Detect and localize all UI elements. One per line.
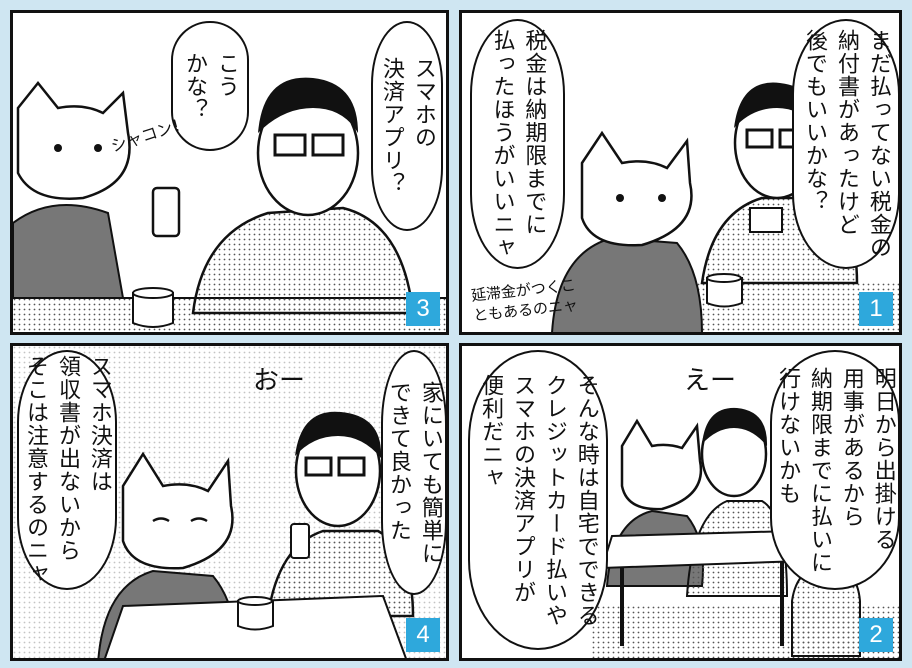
panel-4-number: 4	[406, 618, 440, 652]
panel-3-art	[13, 77, 446, 332]
panel-1-bubble-2: 税金は納期限までに 払ったほうがいいニャ	[470, 19, 565, 269]
panel-3-bubble-1-text: スマホの 決済アプリ？	[379, 57, 436, 195]
panel-2-bubble-1-text: 明日から出掛ける 用事があるから 納期限までに払いに 行けないかも	[775, 366, 896, 574]
panel-2-bubble-2-text: そんな時は自宅でできる クレジットカード払いや スマホの決済アプリが 便利だニャ	[478, 373, 599, 627]
panel-4-bubble-2: スマホ決済は 領収書が出ないから そこは注意するのニャ	[17, 350, 117, 590]
panel-3-bubble-2: こう かな？	[171, 21, 249, 151]
panel-1-bubble-1-text: まだ払ってない税金の 納付書があったけど 後でもいいかな？	[802, 29, 891, 259]
panel-1-number: 1	[859, 292, 893, 326]
panel-4-bubble-1-text: 家にいても簡単に できて良かった	[386, 380, 443, 565]
panel-2-sfx: えー	[684, 366, 737, 396]
panel-4-bubble-1: 家にいても簡単に できて良かった	[381, 350, 446, 595]
panel-2-bubble-2: そんな時は自宅でできる クレジットカード払いや スマホの決済アプリが 便利だニャ	[468, 350, 608, 650]
panel-1-bubble-1: まだ払ってない税金の 納付書があったけど 後でもいいかな？	[792, 19, 899, 269]
panel-3-bubble-1: スマホの 決済アプリ？	[371, 21, 443, 231]
panel-3: スマホの 決済アプリ？ こう かな？ シャコン！ 3	[10, 10, 449, 335]
panel-3-number: 3	[406, 292, 440, 326]
panel-4-bubble-2-text: スマホ決済は 領収書が出ないから そこは注意するのニャ	[23, 355, 112, 585]
panel-1-bubble-2-text: 税金は納期限までに 払ったほうがいいニャ	[489, 29, 547, 259]
panel-2-bubble-1: 明日から出掛ける 用事があるから 納期限までに払いに 行けないかも	[770, 350, 899, 590]
panel-2-number: 2	[859, 618, 893, 652]
panel-4: 家にいても簡単に できて良かった スマホ決済は 領収書が出ないから そこは注意す…	[10, 343, 449, 661]
panel-4-sfx: おー	[253, 366, 306, 396]
panel-1: まだ払ってない税金の 納付書があったけど 後でもいいかな？ 税金は納期限までに …	[459, 10, 902, 335]
panel-2: 明日から出掛ける 用事があるから 納期限までに払いに 行けないかも そんな時は自…	[459, 343, 902, 661]
panel-3-bubble-2-text: こう かな？	[182, 51, 239, 121]
